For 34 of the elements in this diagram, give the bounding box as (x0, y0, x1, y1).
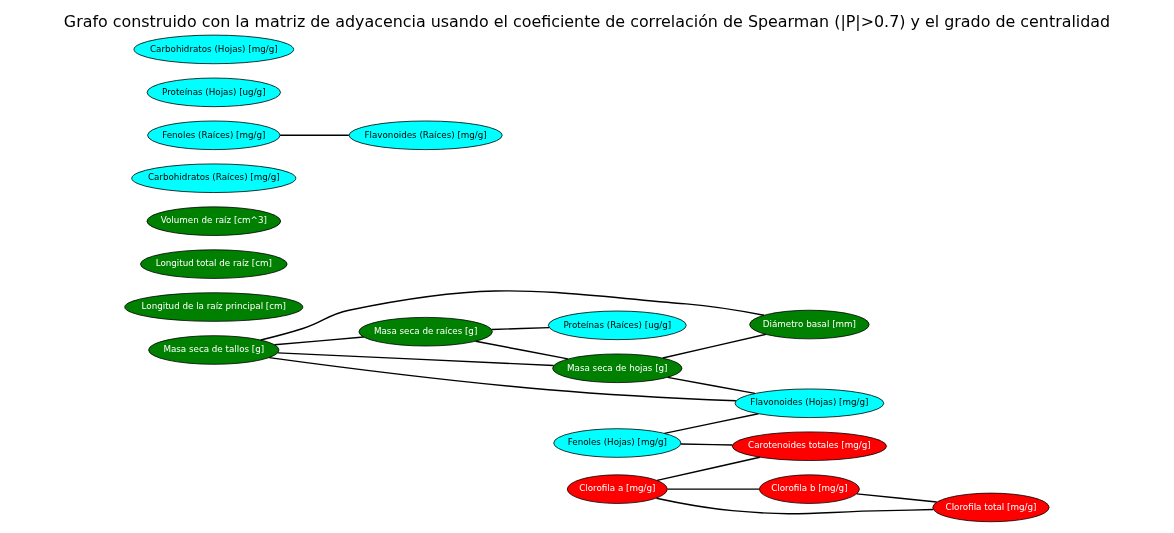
connector (666, 376, 756, 395)
connector (268, 356, 737, 402)
connector (277, 352, 555, 367)
node-ellipse: Longitud de la raíz principal [cm] (124, 292, 304, 322)
node-ellipse: Diámetro basal [mm] (749, 309, 870, 340)
node-ellipse: Carbohidratos (Raíces) [mg/g] (131, 163, 297, 193)
connector (655, 497, 934, 515)
node-ellipse: Proteínas (Raíces) [ug/g] (547, 310, 687, 341)
node-ellipse: Volumen de raíz [cm^3] (146, 206, 282, 236)
node-ellipse: Fenoles (Raíces) [mg/g] (147, 120, 281, 150)
node-ellipse: Masa seca de tallos [g] (148, 335, 280, 365)
connector (666, 488, 760, 490)
node-ellipse: Clorofila a [mg/g] (566, 474, 668, 504)
node-ellipse: Clorofila b [mg/g] (759, 474, 860, 504)
connector (474, 340, 569, 360)
node-ellipse: Longitud total de raíz [cm] (140, 249, 288, 279)
node-ellipse: Masa seca de raíces [g] (358, 317, 493, 347)
diagram-title: Grafo construido con la matriz de adyacencia usando el coeficiente de correlación de Spearman (|P|>0.7) y el grado de centralidad (63, 12, 1111, 32)
node-ellipse: Flavonoides (Raíces) [mg/g] (348, 120, 503, 150)
connector (680, 443, 734, 446)
node-ellipse: Fenoles (Hojas) [mg/g] (553, 428, 682, 458)
connector (663, 413, 760, 435)
connector (279, 134, 350, 136)
node-ellipse: Clorofila total [mg/g] (932, 492, 1050, 523)
node-ellipse: Flavonoides (Hojas) [mg/g] (734, 388, 885, 418)
connector (490, 326, 550, 331)
connector (656, 456, 761, 482)
node-ellipse: Carbohidratos (Hojas) [mg/g] (133, 34, 295, 65)
connector (856, 493, 938, 503)
connector (662, 333, 767, 359)
node-ellipse: Carotenoides totales [mg/g] (731, 431, 887, 461)
node-ellipse: Proteínas (Hojas) [ug/g] (146, 77, 281, 108)
connector (273, 336, 365, 346)
node-ellipse: Masa seca de hojas [g] (552, 353, 683, 383)
